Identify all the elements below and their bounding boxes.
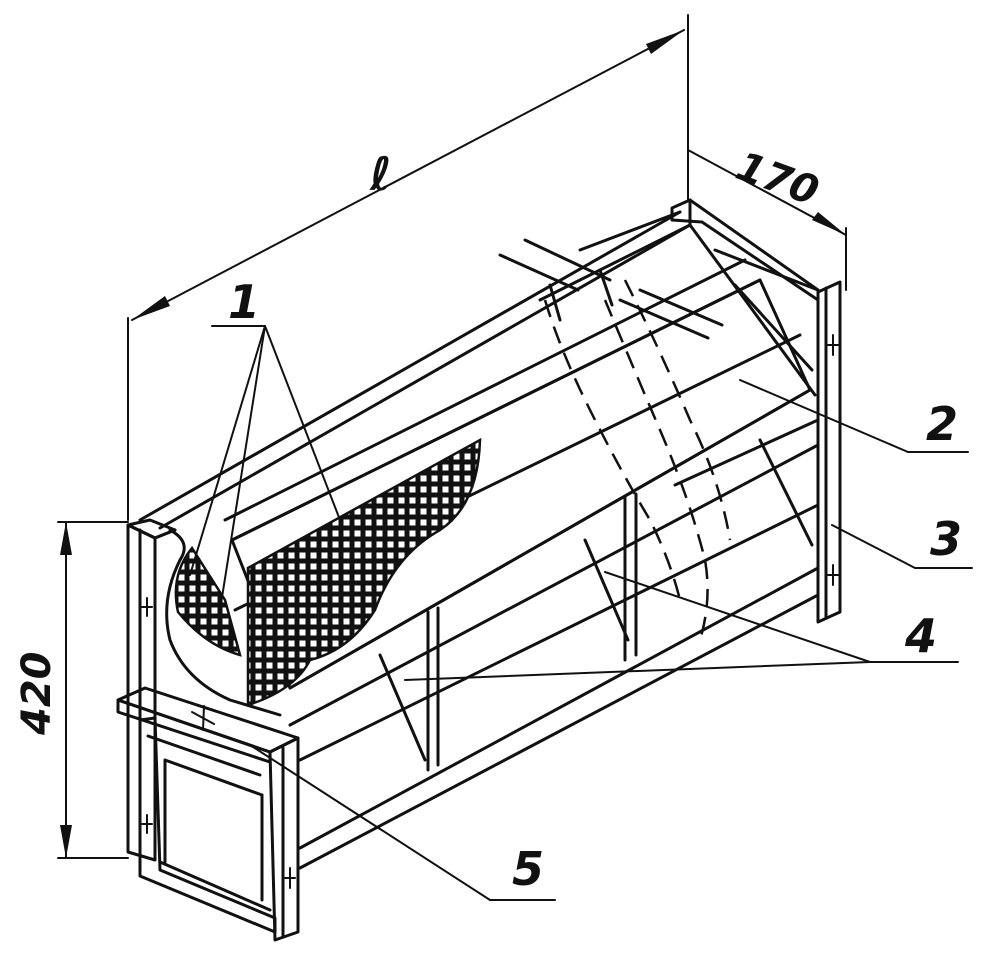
mesh-panel-small bbox=[174, 545, 242, 657]
dimension-height bbox=[57, 521, 129, 859]
callout-4: 4 bbox=[904, 609, 937, 663]
leader-5 bbox=[249, 744, 556, 901]
break-marks bbox=[498, 238, 724, 340]
callout-3: 3 bbox=[930, 512, 962, 566]
leader-1 bbox=[189, 325, 341, 611]
leader-3 bbox=[831, 524, 973, 569]
callout-2: 2 bbox=[926, 397, 958, 451]
mesh-panel-large bbox=[246, 437, 482, 707]
rear-far-post bbox=[670, 198, 820, 302]
dimension-depth-label: 170 bbox=[730, 143, 824, 215]
hidden-lines bbox=[543, 279, 732, 641]
front-right-post bbox=[268, 736, 300, 942]
callout-1: 1 bbox=[228, 275, 260, 329]
dimension-length-label: ℓ bbox=[369, 147, 392, 201]
shade-end-curl bbox=[165, 528, 282, 717]
dimension-length bbox=[127, 14, 689, 521]
leader-2 bbox=[739, 379, 969, 453]
callout-5: 5 bbox=[512, 842, 544, 896]
dimension-height-label: 420 bbox=[14, 652, 60, 737]
leader-4 bbox=[404, 571, 959, 681]
rear-right-post bbox=[816, 280, 842, 624]
front-end-frame bbox=[138, 716, 277, 934]
dimension-depth bbox=[687, 149, 847, 291]
top-back-rails bbox=[538, 210, 820, 397]
